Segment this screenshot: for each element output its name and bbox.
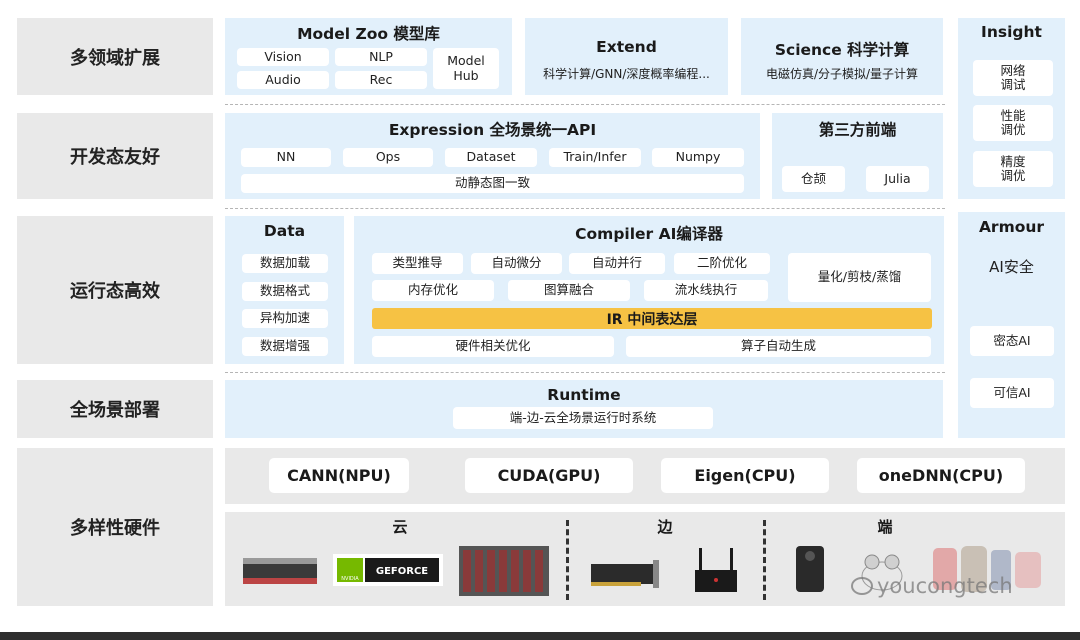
backend-onednn[interactable]: oneDNN(CPU) [857, 458, 1025, 493]
insight-net-debug[interactable]: 网络 调试 [973, 60, 1053, 96]
wechat-icon [851, 577, 873, 595]
backends-panel: CANN(NPU) CUDA(GPU) Eigen(CPU) oneDNN(CP… [225, 448, 1065, 504]
row-label-deploy-all: 全场景部署 [17, 380, 213, 438]
row-label-hardware: 多样性硬件 [17, 448, 213, 606]
smartwatch-icon [933, 546, 1041, 592]
row-label-runtime-efficient: 运行态高效 [17, 216, 213, 364]
backend-cuda[interactable]: CUDA(GPU) [465, 458, 633, 493]
devices-panel: 云 边 端 NVIDIA GEFORCE [225, 512, 1065, 606]
compiler-quant-prune-distill[interactable]: 量化/剪枝/蒸馏 [788, 253, 931, 302]
extend-panel: Extend 科学计算/GNN/深度概率编程... [525, 18, 728, 95]
device-edge-label: 边 [657, 518, 673, 536]
expression-ops[interactable]: Ops [343, 148, 433, 167]
divider-1 [225, 104, 945, 105]
edge-router-icon [695, 548, 737, 592]
science-title: Science 科学计算 [774, 41, 910, 59]
data-format[interactable]: 数据格式 [242, 282, 328, 301]
frontend-cangjie[interactable]: 仓颉 [782, 166, 845, 192]
server-card-icon [243, 558, 317, 584]
model-hub[interactable]: Model Hub [433, 48, 499, 89]
divider-edge-end [763, 520, 766, 600]
model-zoo-vision[interactable]: Vision [237, 48, 329, 66]
extend-subtitle: 科学计算/GNN/深度概率编程... [543, 67, 710, 81]
science-panel: Science 科学计算 电磁仿真/分子模拟/量子计算 [741, 18, 943, 95]
model-zoo-nlp[interactable]: NLP [335, 48, 427, 66]
data-augment[interactable]: 数据增强 [242, 337, 328, 356]
runtime-subtitle[interactable]: 端-边-云全场景运行时系统 [453, 407, 713, 429]
compiler-pipeline-exec[interactable]: 流水线执行 [644, 280, 768, 301]
compiler-title: Compiler AI编译器 [575, 225, 723, 243]
runtime-title: Runtime [547, 386, 621, 404]
model-zoo-rec[interactable]: Rec [335, 71, 427, 89]
compiler-panel: Compiler AI编译器 类型推导 自动微分 自动并行 二阶优化 内存优化 … [354, 216, 944, 364]
science-subtitle: 电磁仿真/分子模拟/量子计算 [765, 67, 919, 81]
armour-title: Armour [978, 218, 1045, 236]
row-label-dev-friendly: 开发态友好 [17, 113, 213, 199]
expression-dynamic-static[interactable]: 动静态图一致 [241, 174, 744, 193]
device-cloud-label: 云 [392, 518, 408, 536]
insight-precision-tune[interactable]: 精度 调优 [973, 151, 1053, 187]
bottom-bar [0, 632, 1080, 640]
expression-panel: Expression 全场景统一API NN Ops Dataset Train… [225, 113, 760, 199]
backend-cann[interactable]: CANN(NPU) [269, 458, 409, 493]
edge-accelerator-card-icon [591, 560, 659, 588]
compiler-type-infer[interactable]: 类型推导 [372, 253, 463, 274]
insight-perf-tune[interactable]: 性能 调优 [973, 105, 1053, 141]
armour-encrypted-ai[interactable]: 密态AI [970, 326, 1054, 356]
backend-eigen[interactable]: Eigen(CPU) [661, 458, 829, 493]
data-loading[interactable]: 数据加载 [242, 254, 328, 273]
divider-cloud-edge [566, 520, 569, 600]
frontend-title: 第三方前端 [818, 121, 897, 139]
geforce-text: GEFORCE [376, 566, 428, 577]
compiler-second-order[interactable]: 二阶优化 [674, 253, 770, 274]
insight-panel: Insight 网络 调试 性能 调优 精度 调优 [958, 18, 1065, 199]
divider-2 [225, 208, 945, 209]
frontend-panel: 第三方前端 仓颉 Julia [772, 113, 943, 199]
expression-numpy[interactable]: Numpy [652, 148, 744, 167]
expression-title: Expression 全场景统一API [388, 121, 597, 139]
data-hetero-accel[interactable]: 异构加速 [242, 309, 328, 328]
watermark-text: youcongtech [877, 574, 1013, 598]
data-panel: Data 数据加载 数据格式 异构加速 数据增强 [225, 216, 344, 364]
expression-nn[interactable]: NN [241, 148, 331, 167]
compiler-mem-opt[interactable]: 内存优化 [372, 280, 494, 301]
expression-dataset[interactable]: Dataset [445, 148, 537, 167]
armour-subtitle: AI安全 [989, 258, 1034, 276]
expression-train-infer[interactable]: Train/Infer [549, 148, 641, 167]
data-title: Data [263, 222, 306, 240]
compiler-auto-diff[interactable]: 自动微分 [471, 253, 562, 274]
row-label-multi-domain: 多领域扩展 [17, 18, 213, 95]
armour-panel: Armour AI安全 密态AI 可信AI [958, 212, 1065, 438]
frontend-julia[interactable]: Julia [866, 166, 929, 192]
divider-3 [225, 372, 945, 373]
model-zoo-panel: Model Zoo 模型库 Vision NLP Audio Rec Model… [225, 18, 512, 95]
compiler-graph-kernel-fusion[interactable]: 图算融合 [508, 280, 630, 301]
nvidia-text: NVIDIA [341, 576, 359, 582]
armour-trusted-ai[interactable]: 可信AI [970, 378, 1054, 408]
runtime-panel: Runtime 端-边-云全场景运行时系统 [225, 380, 943, 438]
phone-icon [796, 546, 824, 592]
model-zoo-audio[interactable]: Audio [237, 71, 329, 89]
model-zoo-title: Model Zoo 模型库 [297, 25, 440, 43]
geforce-gpu-icon: NVIDIA GEFORCE [333, 554, 443, 586]
insight-title: Insight [981, 23, 1042, 41]
server-rack-icon [459, 546, 549, 596]
device-end-label: 端 [877, 518, 893, 536]
compiler-op-autogen[interactable]: 算子自动生成 [626, 336, 931, 357]
extend-title: Extend [596, 38, 657, 56]
ir-layer[interactable]: IR 中间表达层 [372, 308, 932, 329]
compiler-hw-opt[interactable]: 硬件相关优化 [372, 336, 614, 357]
watermark: youcongtech [851, 574, 1051, 598]
compiler-auto-parallel[interactable]: 自动并行 [569, 253, 665, 274]
